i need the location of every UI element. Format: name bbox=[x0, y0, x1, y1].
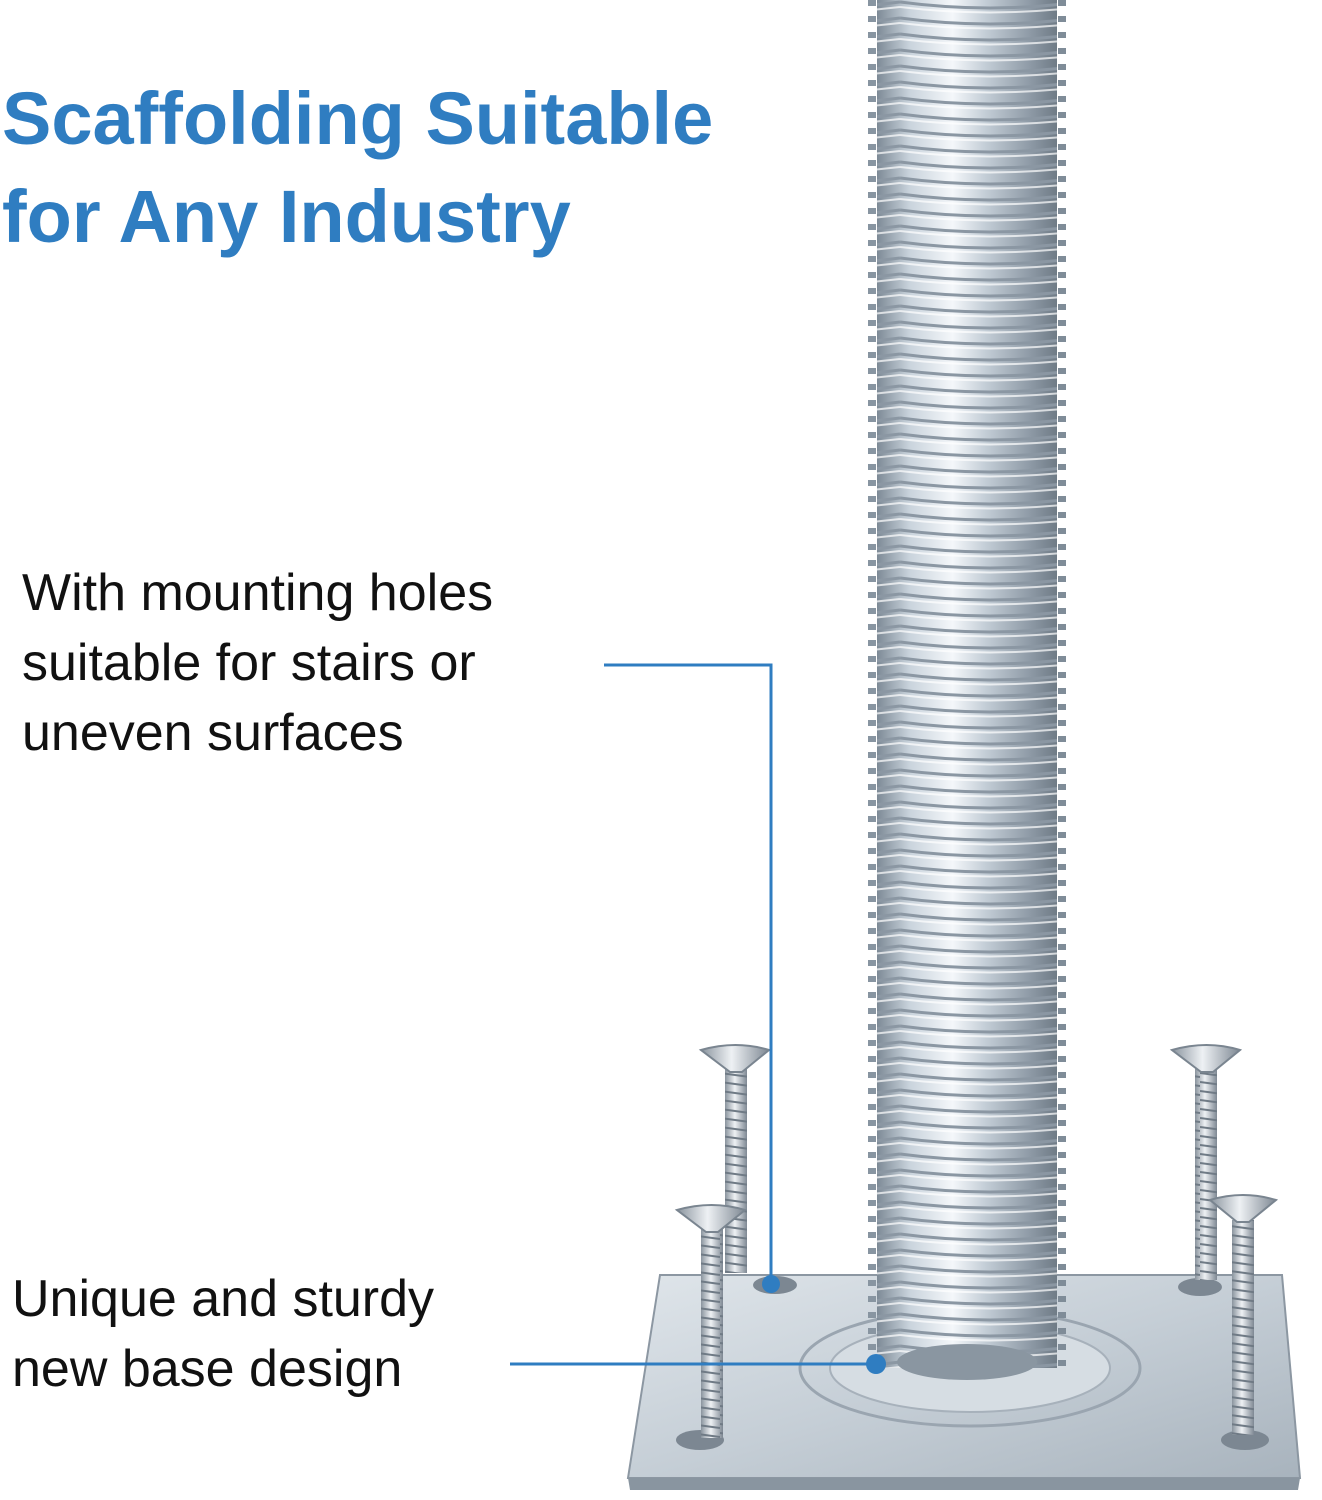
mounting-screw bbox=[1207, 1194, 1279, 1435]
callout-line: Unique and sturdy bbox=[12, 1270, 435, 1328]
threaded-rod bbox=[868, 0, 1066, 1380]
headline: Scaffolding Suitable for Any Industry bbox=[2, 70, 713, 266]
callout-base-design: Unique and sturdy new base design bbox=[12, 1264, 434, 1404]
mounting-screw bbox=[1169, 1044, 1243, 1280]
callout-leader-mounting-holes bbox=[604, 663, 780, 1293]
callout-line: suitable for stairs or bbox=[22, 634, 476, 692]
callout-mounting-holes: With mounting holes suitable for stairs … bbox=[22, 558, 493, 768]
headline-line-1: Scaffolding Suitable bbox=[2, 77, 714, 160]
callout-line: uneven surfaces bbox=[22, 704, 404, 762]
callout-leader-base-design bbox=[510, 1354, 886, 1374]
callout-line: new base design bbox=[12, 1340, 403, 1398]
headline-line-2: for Any Industry bbox=[2, 175, 571, 258]
mounting-screw bbox=[674, 1204, 748, 1438]
callout-line: With mounting holes bbox=[22, 564, 494, 622]
